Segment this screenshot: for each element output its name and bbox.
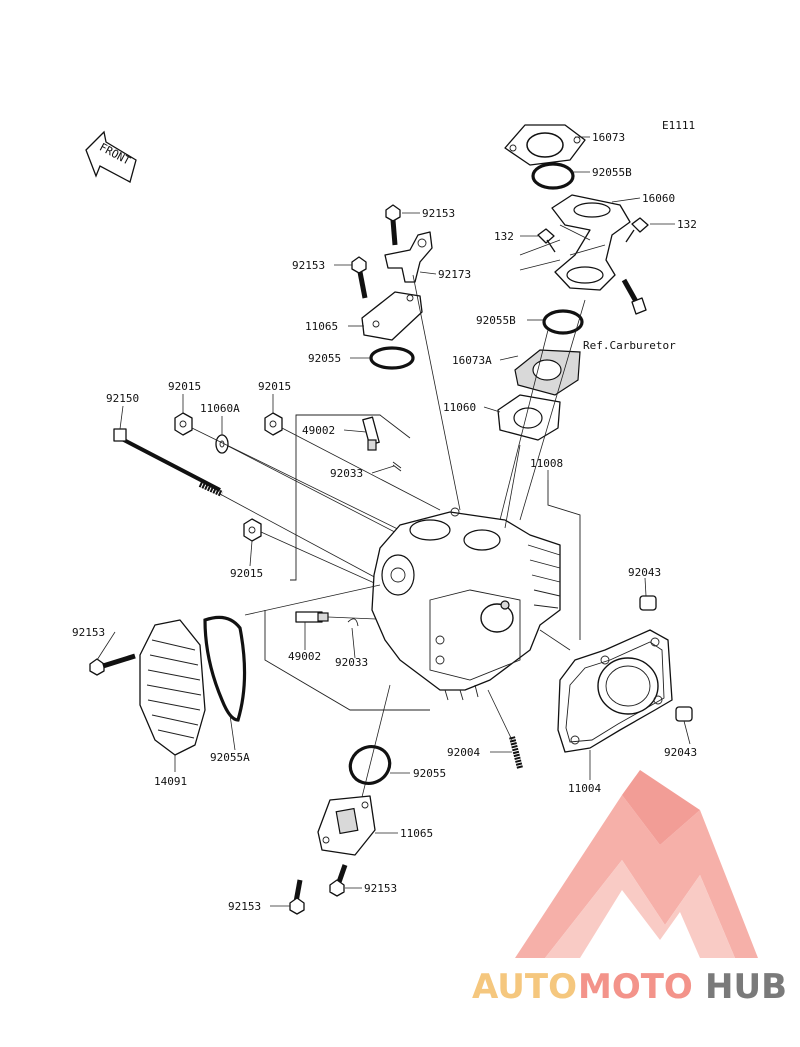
valve-adjuster-49002-top: [362, 416, 380, 451]
label-16073A: 16073A: [452, 354, 492, 367]
head-gasket-11004: [557, 629, 673, 753]
label-92004: 92004: [447, 746, 480, 759]
label-92150: 92150: [106, 392, 139, 405]
label-92055-bot: 92055: [413, 767, 446, 780]
valve-adjuster-49002-bot: [295, 611, 329, 623]
cylinder-head-11008: [371, 507, 561, 701]
label-92033-top: 92033: [330, 467, 363, 480]
gasket-92055A: [203, 615, 247, 722]
bolt-92153-bottom-left: [289, 879, 305, 915]
label-92153-b: 92153: [292, 259, 325, 272]
label-11060: 11060: [443, 401, 476, 414]
automotohub-wordmark: AUTO MOTO HUB: [472, 967, 787, 1007]
bolt-132-left: [537, 228, 556, 253]
dowel-92043-top: [639, 595, 657, 611]
label-92015-b: 92015: [258, 380, 291, 393]
label-11008: 11008: [530, 457, 563, 470]
gasket-11060: [497, 394, 561, 441]
label-11060A: 11060A: [200, 402, 240, 415]
label-92015-c: 92015: [230, 567, 263, 580]
label-92153-e: 92153: [364, 882, 397, 895]
label-11065-top: 11065: [305, 320, 338, 333]
label-16060: 16060: [642, 192, 675, 205]
washer-11060A: [215, 434, 229, 454]
bolt-92153-left: [351, 256, 368, 299]
label-92153-c: 92153: [72, 626, 105, 639]
insulator-16073A: [514, 349, 581, 396]
bolt-132-right: [625, 217, 649, 243]
leader-lines: [244, 239, 586, 806]
stud-under-pipe: [621, 278, 647, 315]
automotohub-logo: [515, 770, 758, 958]
label-14091: 14091: [154, 775, 187, 788]
label-92055B-top: 92055B: [592, 166, 632, 179]
callout-leaders: [96, 136, 691, 907]
part-labels: 16073 92055B 16060 132 132 92153 92153 9…: [72, 131, 697, 913]
clip-92033-top: [392, 461, 402, 472]
label-92055-top: 92055: [308, 352, 341, 365]
front-arrow-icon: FRONT: [85, 130, 137, 183]
label-132-right: 132: [677, 218, 697, 231]
label-92153-a: 92153: [422, 207, 455, 220]
label-92055A: 92055A: [210, 751, 250, 764]
label-16073: 16073: [592, 131, 625, 144]
o-ring-92055B-top: [531, 162, 575, 190]
label-11065-bot: 11065: [400, 827, 433, 840]
side-cover-14091: [139, 619, 206, 756]
stud-92004: [509, 736, 523, 769]
o-ring-92055-bot: [348, 745, 392, 785]
cap-11065-bottom: [317, 795, 376, 856]
wordmark-moto: MOTO: [578, 967, 693, 1007]
label-49002-bot: 49002: [288, 650, 321, 663]
diagram-code: E1111: [662, 119, 695, 132]
label-49002-top: 49002: [302, 424, 335, 437]
intake-pipe-16060: [551, 194, 631, 291]
bolt-92153-top: [385, 204, 401, 246]
label-92043-bot: 92043: [664, 746, 697, 759]
bolt-92153-cover: [89, 653, 136, 676]
bracket-92173: [384, 231, 433, 283]
label-92015-a: 92015: [168, 380, 201, 393]
stud-92150: [113, 428, 224, 497]
wordmark-hub: HUB: [705, 967, 787, 1007]
label-92055B-mid: 92055B: [476, 314, 516, 327]
label-92033-bot: 92033: [335, 656, 368, 669]
dowel-92043-bot: [675, 706, 693, 722]
nut-92015-c: [243, 518, 262, 542]
reference-frame: [264, 414, 581, 711]
bolt-92153-bottom-right: [329, 864, 348, 897]
label-92043-top: 92043: [628, 566, 661, 579]
o-ring-92055B-mid: [542, 309, 584, 335]
label-132-left: 132: [494, 230, 514, 243]
label-92153-d: 92153: [228, 900, 261, 913]
o-ring-92055-top: [369, 346, 415, 370]
wordmark-auto: AUTO: [472, 967, 577, 1007]
nut-92015-b: [264, 412, 283, 436]
intake-flange-16073: [504, 124, 586, 166]
ref-carburetor-label: Ref.Carburetor: [583, 339, 676, 352]
cap-11065-top: [361, 291, 423, 341]
nut-92015-a: [174, 412, 193, 436]
label-92173: 92173: [438, 268, 471, 281]
clip-92033-bot: [347, 618, 359, 627]
label-11004: 11004: [568, 782, 601, 795]
